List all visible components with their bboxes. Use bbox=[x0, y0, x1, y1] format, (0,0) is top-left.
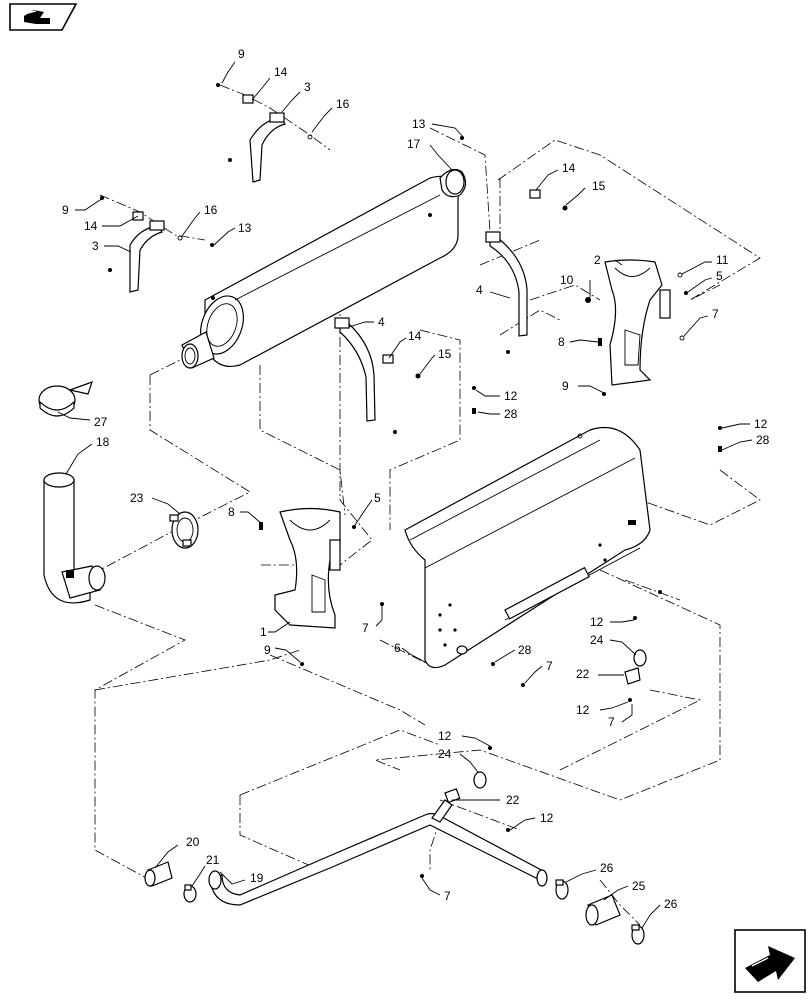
callout-5: 5 bbox=[374, 491, 381, 505]
nav-back-button[interactable] bbox=[9, 3, 78, 31]
callout-9: 9 bbox=[264, 643, 271, 657]
callout-23: 23 bbox=[130, 491, 144, 505]
callout-15: 15 bbox=[438, 347, 452, 361]
callout-6: 6 bbox=[394, 641, 401, 655]
callout-2: 2 bbox=[594, 253, 601, 267]
strap-3-upper bbox=[249, 112, 287, 183]
callout-27: 27 bbox=[94, 415, 108, 429]
callout-14: 14 bbox=[562, 161, 576, 175]
callout-12: 12 bbox=[504, 389, 518, 403]
callout-7: 7 bbox=[608, 715, 615, 729]
callout-22: 22 bbox=[506, 793, 520, 807]
callout-9: 9 bbox=[62, 203, 69, 217]
strap-4-right bbox=[485, 231, 528, 337]
callout-19: 19 bbox=[250, 871, 264, 885]
callout-4: 4 bbox=[378, 315, 385, 329]
callout-20: 20 bbox=[186, 835, 200, 849]
clamp-23 bbox=[169, 511, 199, 549]
callout-12: 12 bbox=[540, 811, 554, 825]
callout-14: 14 bbox=[408, 329, 422, 343]
callout-9: 9 bbox=[562, 379, 569, 393]
callout-26: 26 bbox=[664, 897, 678, 911]
bracket-22-upper bbox=[624, 667, 641, 685]
callout-4: 4 bbox=[476, 283, 483, 297]
callout-8: 8 bbox=[558, 335, 565, 349]
leader-lines bbox=[57, 61, 753, 929]
strap-3-lower bbox=[129, 220, 165, 293]
hardware bbox=[100, 83, 722, 878]
callout-10: 10 bbox=[560, 273, 574, 287]
heat-shield bbox=[404, 426, 651, 669]
callout-17: 17 bbox=[407, 137, 421, 151]
callout-16: 16 bbox=[336, 97, 350, 111]
clamp-26-upper bbox=[555, 879, 569, 900]
callout-11: 11 bbox=[716, 253, 729, 267]
callout-24: 24 bbox=[590, 633, 604, 647]
callout-18: 18 bbox=[96, 435, 110, 449]
support-bracket-2 bbox=[604, 259, 671, 386]
callout-7: 7 bbox=[712, 307, 719, 321]
callout-22: 22 bbox=[576, 667, 590, 681]
nav-next-button[interactable] bbox=[734, 929, 806, 993]
callout-24: 24 bbox=[438, 747, 452, 761]
callout-15: 15 bbox=[592, 179, 606, 193]
clamp-21 bbox=[183, 884, 197, 903]
callout-25: 25 bbox=[632, 879, 646, 893]
muffler bbox=[181, 168, 467, 369]
callout-14: 14 bbox=[84, 219, 98, 233]
callout-16: 16 bbox=[204, 203, 218, 217]
callout-1: 1 bbox=[260, 625, 267, 639]
rain-cap bbox=[38, 381, 93, 417]
callout-28: 28 bbox=[756, 433, 770, 447]
clamp-24-lower bbox=[473, 771, 487, 789]
exhaust-pipe bbox=[208, 788, 548, 906]
callout-5: 5 bbox=[716, 269, 723, 283]
callout-14: 14 bbox=[274, 65, 288, 79]
support-bracket-1 bbox=[274, 507, 341, 629]
callout-3: 3 bbox=[92, 239, 99, 253]
back-arrow-icon bbox=[24, 10, 50, 24]
clamp-26-lower bbox=[631, 924, 645, 945]
callout-12: 12 bbox=[754, 417, 768, 431]
callout-21: 21 bbox=[206, 853, 220, 867]
coupling-25 bbox=[585, 894, 621, 926]
callout-12: 12 bbox=[438, 729, 452, 743]
clamp-24-upper bbox=[633, 649, 647, 667]
callout-8: 8 bbox=[228, 505, 235, 519]
clamp-20 bbox=[144, 861, 173, 887]
callout-3: 3 bbox=[304, 80, 311, 94]
callout-13: 13 bbox=[238, 221, 252, 235]
callout-28: 28 bbox=[504, 407, 518, 421]
callout-7: 7 bbox=[546, 659, 553, 673]
callout-7: 7 bbox=[362, 621, 369, 635]
callout-26: 26 bbox=[600, 861, 614, 875]
next-arrow-icon bbox=[745, 946, 795, 982]
callout-28: 28 bbox=[518, 643, 532, 657]
callout-13: 13 bbox=[412, 117, 426, 131]
exhaust-stack-tube bbox=[43, 472, 106, 604]
callout-9: 9 bbox=[238, 47, 245, 61]
callout-12: 12 bbox=[590, 615, 604, 629]
strap-4-center bbox=[334, 317, 376, 422]
callout-labels: 9 14 3 16 13 17 14 15 9 16 14 13 3 2 11 … bbox=[62, 47, 770, 911]
callout-7: 7 bbox=[444, 889, 451, 903]
callout-12: 12 bbox=[576, 703, 590, 717]
